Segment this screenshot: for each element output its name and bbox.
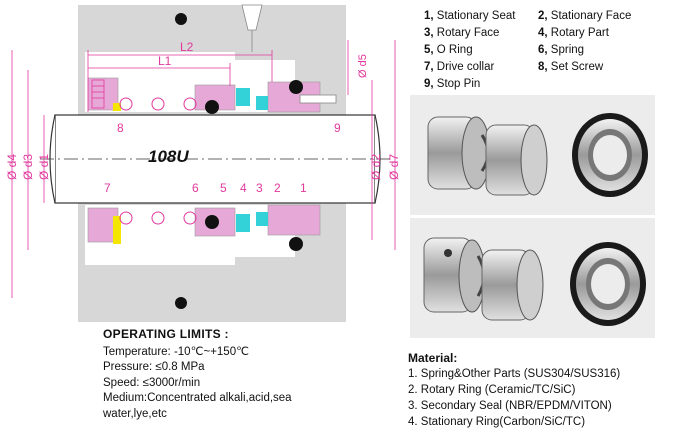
material-item: 1. Spring&Other Parts (SUS304/SUS316) xyxy=(408,368,621,380)
limit-line: Pressure: ≤0.8 MPa xyxy=(103,361,205,373)
legend-name: Stationary Seat xyxy=(436,10,516,22)
legend-num: 3, xyxy=(424,27,434,39)
dim-d2: Ø d2 xyxy=(369,154,383,180)
dim-L2: L2 xyxy=(180,40,194,54)
product-photo-top xyxy=(410,95,655,215)
legend-num: 1, xyxy=(424,10,434,22)
part-label-1: 1 xyxy=(300,181,307,195)
legend-num: 4, xyxy=(538,27,548,39)
operating-limits: OPERATING LIMITS : Temperature: -10℃~+15… xyxy=(103,327,292,422)
legend-row: 7, Drive collar 8, Set Screw xyxy=(424,59,631,76)
material-list: Material: 1. Spring&Other Parts (SUS304/… xyxy=(408,350,620,430)
operating-limits-title: OPERATING LIMITS : xyxy=(103,327,229,341)
dim-L1: L1 xyxy=(158,54,172,68)
model-label: 108U xyxy=(148,147,189,166)
legend-row: 5, O Ring 6, Spring xyxy=(424,42,631,59)
part-label-4: 4 xyxy=(240,181,247,195)
material-title: Material: xyxy=(408,351,458,365)
part-label-7: 7 xyxy=(104,181,111,195)
legend-row: 9, Stop Pin xyxy=(424,76,631,93)
material-item: 3. Secondary Seal (NBR/EPDM/VITON) xyxy=(408,400,612,412)
spring-coils xyxy=(119,97,197,225)
legend-row: 1, Stationary Seat 2, Stationary Face xyxy=(424,8,631,25)
legend-num: 6, xyxy=(538,44,548,56)
spring xyxy=(113,103,121,244)
o-rings xyxy=(175,13,303,309)
part-label-2: 2 xyxy=(274,181,281,195)
legend-name: Stationary Face xyxy=(550,10,632,22)
part-label-3: 3 xyxy=(256,181,263,195)
rotary-face xyxy=(236,88,268,232)
dim-d4: Ø d4 xyxy=(5,154,19,180)
part-label-6: 6 xyxy=(192,181,199,195)
legend-name: Rotary Part xyxy=(550,27,609,39)
dim-d1: Ø d1 xyxy=(37,154,51,180)
material-item: 2. Rotary Ring (Ceramic/TC/SiC) xyxy=(408,384,576,396)
seal-photo-illustration xyxy=(427,113,648,197)
dim-d7: Ø d7 xyxy=(387,154,400,180)
limit-line: water,lye,etc xyxy=(103,407,167,420)
legend-row: 3, Rotary Face 4, Rotary Part xyxy=(424,25,631,42)
part-label-9: 9 xyxy=(334,121,341,135)
dimension-lines xyxy=(11,40,396,298)
limit-line: Medium:Concentrated alkali,acid,sea xyxy=(103,392,292,404)
limit-line: Temperature: -10℃~+150℃ xyxy=(103,345,250,358)
legend-name: Spring xyxy=(550,44,585,56)
set-screw xyxy=(91,79,105,109)
part-label-5: 5 xyxy=(220,181,227,195)
shaft xyxy=(40,114,390,204)
part-label-8: 8 xyxy=(117,121,124,135)
legend-num: 9, xyxy=(424,78,434,90)
legend-num: 8, xyxy=(538,61,548,73)
seal-photo-illustration xyxy=(423,237,646,326)
stop-pin xyxy=(299,94,337,104)
product-photo-bottom xyxy=(410,218,655,338)
parts-legend: 1, Stationary Seat 2, Stationary Face 3,… xyxy=(424,8,631,93)
seal-cross-section-drawing: L2 L1 Ø d5 Ø d4 Ø d3 Ø d1 Ø d2 Ø d7 108U… xyxy=(5,4,400,322)
legend-num: 7, xyxy=(424,61,434,73)
limit-line: Speed: ≤3000r/min xyxy=(103,376,201,389)
dim-d3: Ø d3 xyxy=(21,154,35,180)
legend-name: Set Screw xyxy=(550,61,604,73)
dim-d5: Ø d5 xyxy=(357,54,369,78)
legend-num: 2, xyxy=(538,10,548,22)
legend-name: Rotary Face xyxy=(436,27,500,39)
legend-name: Stop Pin xyxy=(436,78,481,90)
legend-name: O Ring xyxy=(436,44,473,56)
legend-num: 5, xyxy=(424,44,434,56)
legend-name: Drive collar xyxy=(436,61,495,73)
material-item: 4. Stationary Ring(Carbon/SiC/TC) xyxy=(408,416,586,428)
